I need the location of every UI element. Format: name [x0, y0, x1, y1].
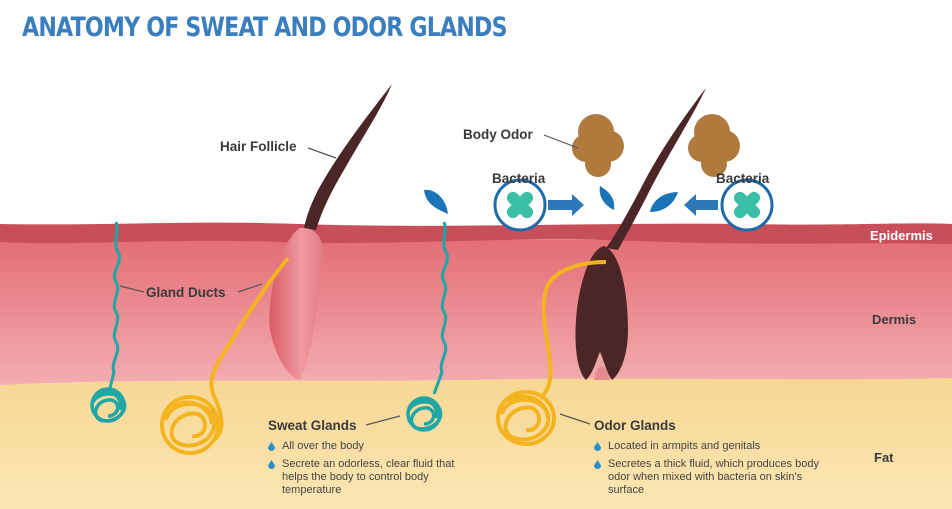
page-title: ANATOMY OF SWEAT AND ODOR GLANDS — [22, 12, 508, 43]
sweat-gland-left — [90, 387, 127, 423]
sweat-duct-left — [108, 221, 121, 389]
bacteria-label-left: Bacteria — [492, 171, 546, 186]
odor-glands-list: Located in armpits and genitals Secretes… — [594, 440, 819, 502]
list-item: Secrete an odorless, clear fluid that he… — [268, 458, 483, 497]
sweat-drop-icon — [424, 189, 448, 214]
gland-ducts-label: Gland Ducts — [146, 285, 226, 300]
dermis-layer — [0, 240, 952, 385]
hair-shaft-left — [304, 84, 392, 230]
arrow-icon — [684, 194, 718, 216]
odor-cloud-icon — [572, 114, 624, 177]
leader-lines — [119, 134, 591, 426]
epidermis-layer — [0, 222, 952, 244]
odor-glands-title: Odor Glands — [594, 418, 676, 433]
odor-cloud-icon — [688, 114, 740, 177]
odor-duct-right — [538, 260, 607, 400]
bacteria-icon — [720, 178, 774, 232]
sweat-glands-title: Sweat Glands — [268, 418, 357, 433]
sweat-drop-icon — [599, 186, 615, 210]
sweat-gland-right — [406, 396, 443, 432]
fat-label: Fat — [874, 450, 894, 465]
list-item: Secretes a thick fluid, which produces b… — [594, 458, 819, 497]
hair-follicle-label: Hair Follicle — [220, 139, 297, 154]
hair-shaft-right — [606, 88, 706, 250]
hair-root-right — [575, 246, 628, 380]
gland-coil-yellow-left — [160, 395, 220, 455]
sweat-glands-list: All over the body Secrete an odorless, c… — [268, 440, 483, 502]
dermis-label: Dermis — [872, 312, 917, 327]
sweat-drop-icon — [650, 192, 678, 212]
list-item: All over the body — [268, 440, 483, 453]
epidermis-label: Epidermis — [870, 228, 933, 243]
odor-gland-coil — [496, 390, 556, 446]
bacteria-label-right: Bacteria — [716, 171, 770, 186]
odor-duct-left — [209, 256, 290, 442]
list-item: Located in armpits and genitals — [594, 440, 819, 453]
sweat-duct-right — [432, 221, 449, 395]
hair-notch-right — [594, 366, 610, 380]
body-odor-label: Body Odor — [463, 127, 533, 142]
bacteria-icon — [493, 178, 547, 232]
arrow-icon — [548, 194, 584, 216]
